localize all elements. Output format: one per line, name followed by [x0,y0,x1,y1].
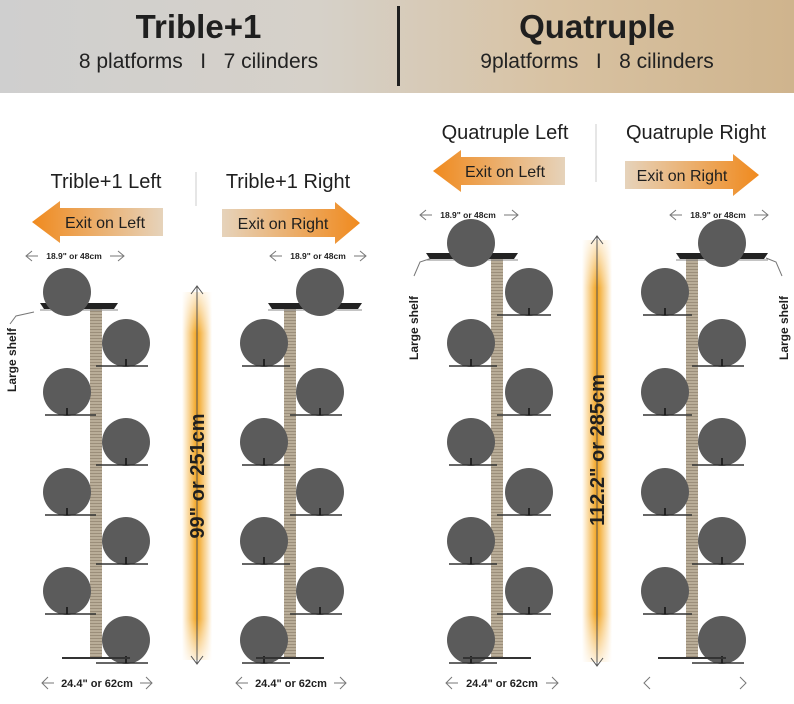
top-width-dim-quatruple-right: 18.9" or 48cm [669,208,769,221]
trible-title: Trible+1 [135,8,262,45]
cylinder [505,268,553,316]
exit-left-text: Exit on Left [65,215,146,232]
tower-trible-left [40,268,150,664]
sisal-post [284,306,296,658]
top-width-text: 18.9" or 48cm [690,210,746,220]
cylinder [641,468,689,516]
sisal-post [491,258,503,658]
large-shelf-pointer [413,257,433,277]
trible-left-label: Trible+1 Left [51,171,162,193]
cylinder [641,268,689,316]
cylinder [505,368,553,416]
bottom-width-dim-trible-left: 24.4" or 62cm [41,676,153,690]
cylinder [505,468,553,516]
quatruple-left-label: Quatruple Left [442,122,569,144]
height-label-trible: 99" or 251cm [187,413,209,538]
cylinder [240,418,288,466]
cylinder [698,616,746,664]
exit-left-arrow-trible: Exit on Left [32,201,163,243]
large-shelf-pointer [9,311,35,325]
top-width-text: 18.9" or 48cm [46,251,102,261]
cylinder [102,319,150,367]
cylinder [102,616,150,664]
cylinder [240,319,288,367]
exit-right-text: Exit on Right [637,168,728,185]
cylinder [641,567,689,615]
large-shelf-label: Large shelf [777,295,791,360]
cylinder [102,418,150,466]
exit-right-arrow-quatruple: Exit on Right [625,154,759,196]
height-label-quatruple: 112.2" or 285cm [587,374,609,526]
cylinder [505,567,553,615]
trible-right-label: Trible+1 Right [226,171,351,193]
cylinder [698,517,746,565]
cylinder [296,567,344,615]
cylinder [447,319,495,367]
top-width-text: 18.9" or 48cm [440,210,496,220]
cylinder [698,319,746,367]
height-indicator-trible: 99" or 251cm [182,285,212,665]
cylinder [698,418,746,466]
cylinder [43,567,91,615]
cylinder [447,517,495,565]
top-width-dim-trible-left: 18.9" or 48cm [25,249,125,262]
quatruple-title: Quatruple [519,8,675,45]
bottom-width-dim-trible-right: 24.4" or 62cm [235,676,347,690]
quatruple-right-label: Quatruple Right [626,122,767,144]
height-indicator-quatruple: 112.2" or 285cm [582,235,612,667]
cylinder [447,616,495,664]
exit-left-arrow-quatruple: Exit on Left [433,150,565,192]
bottom-width-text: 24.4" or 62cm [61,678,133,690]
tower-trible-right [240,268,362,664]
top-width-dim-quatruple-left: 18.9" or 48cm [419,208,519,221]
bottom-width-text: 24.4" or 62cm [255,678,327,690]
cylinder [43,468,91,516]
quatruple-subtitle: 9platforms I 8 cilinders [480,50,714,73]
sisal-post [686,258,698,658]
exit-right-text: Exit on Right [238,216,329,233]
cylinder [102,517,150,565]
top-cylinder [43,268,91,316]
bottom-width-dim-quatruple-right [643,676,747,690]
sisal-post [90,306,102,658]
top-cylinder [296,268,344,316]
large-shelf-pointer [765,257,783,277]
exit-right-arrow-trible: Exit on Right [222,202,360,244]
cylinder [43,368,91,416]
cylinder [296,368,344,416]
header-divider [397,6,400,86]
trible-subtitle: 8 platforms I 7 cilinders [78,50,319,73]
tower-quatruple-left [426,219,553,664]
tower-quatruple-right [641,219,768,664]
exit-left-text: Exit on Left [465,164,546,181]
top-width-text: 18.9" or 48cm [290,251,346,261]
bottom-width-dim-quatruple-left: 24.4" or 62cm [445,676,559,690]
top-width-dim-trible-right: 18.9" or 48cm [269,249,367,262]
header-banner: Trible+1 8 platforms I 7 cilinders Quatr… [0,0,794,93]
top-cylinder [698,219,746,267]
cylinder [296,468,344,516]
top-cylinder [447,219,495,267]
cylinder [447,418,495,466]
large-shelf-label: Large shelf [407,295,421,360]
bottom-width-text: 24.4" or 62cm [466,678,538,690]
large-shelf-label: Large shelf [5,327,19,392]
cylinder [240,616,288,664]
cylinder [641,368,689,416]
cylinder [240,517,288,565]
